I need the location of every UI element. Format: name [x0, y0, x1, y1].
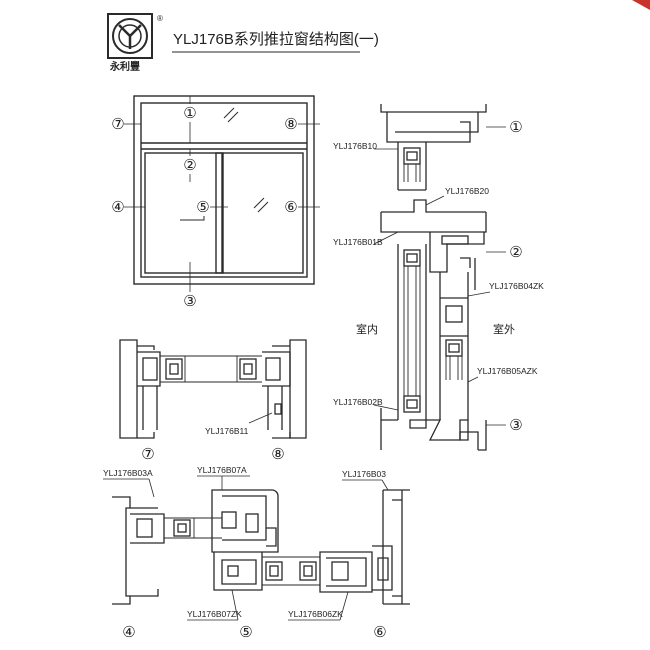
- callout-5-section: ⑤: [239, 623, 252, 641]
- callout-2-section: ②: [509, 243, 522, 261]
- callout-5: ⑤: [196, 198, 209, 216]
- label-ylj176b03: YLJ176B03: [342, 469, 386, 479]
- brand-logo: ®: [107, 13, 163, 59]
- corner-tab: [632, 0, 650, 10]
- elevation-leaders: [124, 96, 320, 292]
- callout-1-section: ①: [509, 118, 522, 136]
- label-ylj176b04zk: YLJ176B04ZK: [489, 281, 544, 291]
- indoor-label: 室内: [356, 322, 378, 336]
- section-7-8: [119, 339, 307, 439]
- callout-7-section: ⑦: [141, 445, 154, 463]
- label-ylj176b02b: YLJ176B02B: [333, 397, 383, 407]
- label-ylj176b01b: YLJ176B01B: [333, 237, 383, 247]
- label-ylj176b05azk: YLJ176B05AZK: [477, 366, 538, 376]
- horizontal-section-labels: YLJ176B03A YLJ176B07A YLJ176B03 YLJ176B0…: [103, 465, 387, 641]
- horizontal-section: [112, 489, 410, 605]
- label-ylj176b03a: YLJ176B03A: [103, 468, 153, 478]
- vertical-section: [380, 104, 487, 451]
- window-elevation: [133, 95, 315, 285]
- label-ylj176b06zk: YLJ176B06ZK: [288, 609, 343, 619]
- label-ylj176b07zk: YLJ176B07ZK: [187, 609, 242, 619]
- callout-7: ⑦: [111, 115, 124, 133]
- callout-2: ②: [183, 156, 196, 174]
- callout-6-section: ⑥: [373, 623, 386, 641]
- callout-8: ⑧: [284, 115, 297, 133]
- label-ylj176b07a: YLJ176B07A: [197, 465, 247, 475]
- callout-4: ④: [111, 198, 124, 216]
- registered-mark: ®: [157, 14, 163, 23]
- callout-6: ⑥: [284, 198, 297, 216]
- vertical-section-labels: YLJ176B10 YLJ176B20 YLJ176B01B YLJ176B04…: [333, 118, 544, 434]
- horizontal-section-leaders: [103, 475, 389, 621]
- callout-3: ③: [183, 292, 196, 310]
- elevation-callouts: ① ② ③ ⑦ ⑧ ④ ⑤ ⑥: [111, 104, 297, 310]
- label-ylj176b20: YLJ176B20: [445, 186, 489, 196]
- vertical-section-leaders: [373, 126, 506, 426]
- callout-8-section: ⑧: [271, 445, 284, 463]
- label-ylj176b10: YLJ176B10: [333, 141, 377, 151]
- outdoor-label: 室外: [493, 322, 515, 336]
- label-ylj176b11: YLJ176B11: [205, 426, 249, 436]
- section-7-8-labels: YLJ176B11 ⑦ ⑧: [141, 412, 285, 463]
- callout-1: ①: [183, 104, 196, 122]
- callout-3-section: ③: [509, 416, 522, 434]
- brand-name: 永利豐: [109, 60, 140, 73]
- page-title: YLJ176B系列推拉窗结构图(一): [173, 30, 379, 48]
- callout-4-section: ④: [122, 623, 135, 641]
